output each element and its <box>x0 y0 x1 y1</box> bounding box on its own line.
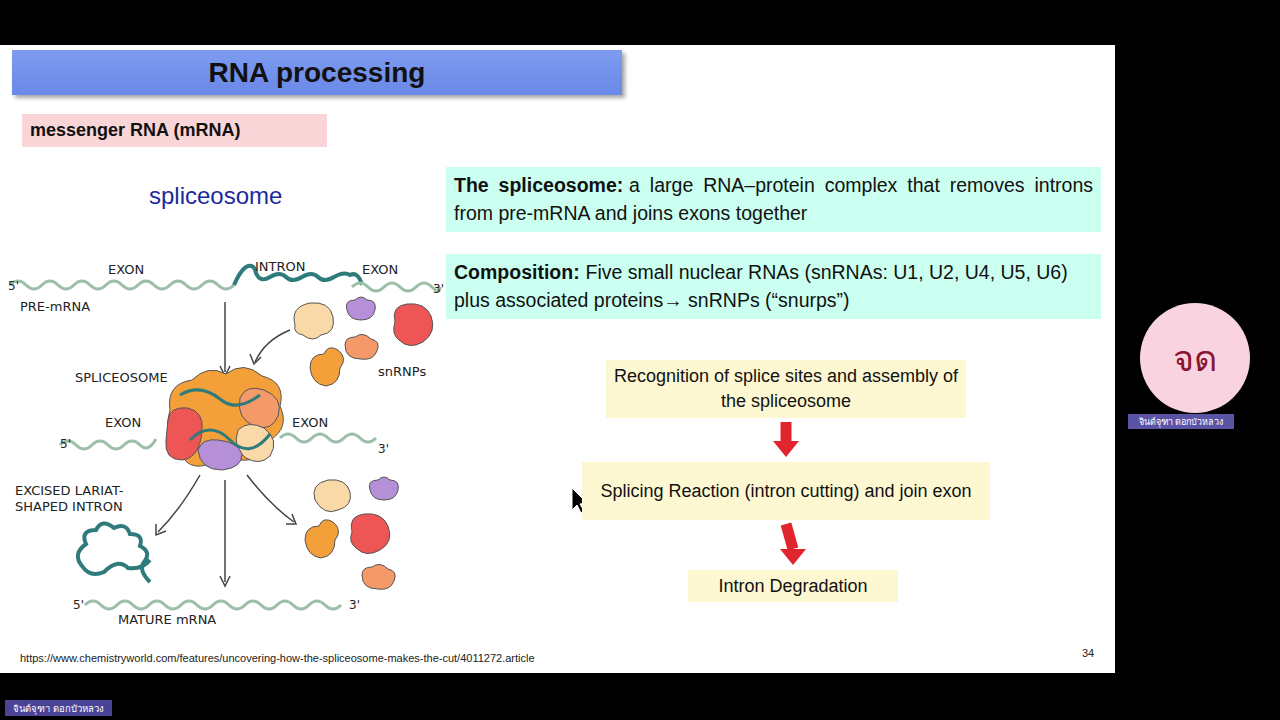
part-label: EXON <box>362 262 398 277</box>
part-label: EXON <box>105 415 141 430</box>
box-text: จด <box>1173 330 1217 387</box>
section-label: spliceosome <box>149 182 282 210</box>
part-label: snRNPs <box>378 364 426 379</box>
strand-end: 5' <box>73 598 84 612</box>
part-label: MATURE mRNA <box>118 612 216 627</box>
name-tag: จินต์จุฑา ดอกบัวหลวง <box>1128 414 1234 429</box>
process-box: Intron Degradation <box>688 570 898 602</box>
box-text: จินต์จุฑา ดอกบัวหลวง <box>1139 415 1224 429</box>
text-flow: The spliceosome:a large RNA–protein comp… <box>454 171 1093 227</box>
text-flow: Composition:Five small nuclear RNAs (snR… <box>454 258 1093 314</box>
box-text: Splicing Reaction (intron cutting) and j… <box>600 479 971 504</box>
part-label: EXON <box>108 262 144 277</box>
strand-end: 3' <box>433 282 444 296</box>
composition-box: Composition:Five small nuclear RNAs (snR… <box>446 254 1101 319</box>
name-tag: จินต์จุฑา ดอกบัวหลวง <box>5 700 112 716</box>
box-text: Intron Degradation <box>718 576 867 597</box>
part-label: INTRON <box>255 259 306 274</box>
avatar-circle: จด <box>1140 303 1250 413</box>
process-box: Recognition of splice sites and assembly… <box>606 360 966 418</box>
box-heading: Composition: <box>454 261 580 283</box>
box-text: จินต์จุฑา ดอกบัวหลวง <box>13 701 104 716</box>
part-label: SPLICEOSOME <box>75 370 168 385</box>
flow-arrow <box>780 524 806 565</box>
part-label: PRE-mRNA <box>20 299 90 314</box>
part-label: EXCISED LARIAT-SHAPED INTRON <box>15 483 127 515</box>
title-band: RNA processing <box>12 50 622 95</box>
box-text: messenger RNA (mRNA) <box>30 120 240 141</box>
box-heading: The spliceosome: <box>454 174 623 196</box>
part-label: EXON <box>292 415 328 430</box>
flow-arrow <box>773 422 799 457</box>
topic-box: messenger RNA (mRNA) <box>22 114 327 147</box>
strand-end: 5' <box>8 279 19 293</box>
definition-box: The spliceosome:a large RNA–protein comp… <box>446 167 1101 232</box>
source-url: https://www.chemistryworld.com/features/… <box>20 652 535 664</box>
slide-title: RNA processing <box>209 57 426 89</box>
box-text: Recognition of splice sites and assembly… <box>606 364 966 414</box>
process-box: Splicing Reaction (intron cutting) and j… <box>582 462 990 520</box>
strand-end: 3' <box>378 442 389 456</box>
page-number: 34 <box>1082 647 1094 659</box>
strand-end: 5' <box>60 437 71 451</box>
strand-end: 3' <box>349 598 360 612</box>
